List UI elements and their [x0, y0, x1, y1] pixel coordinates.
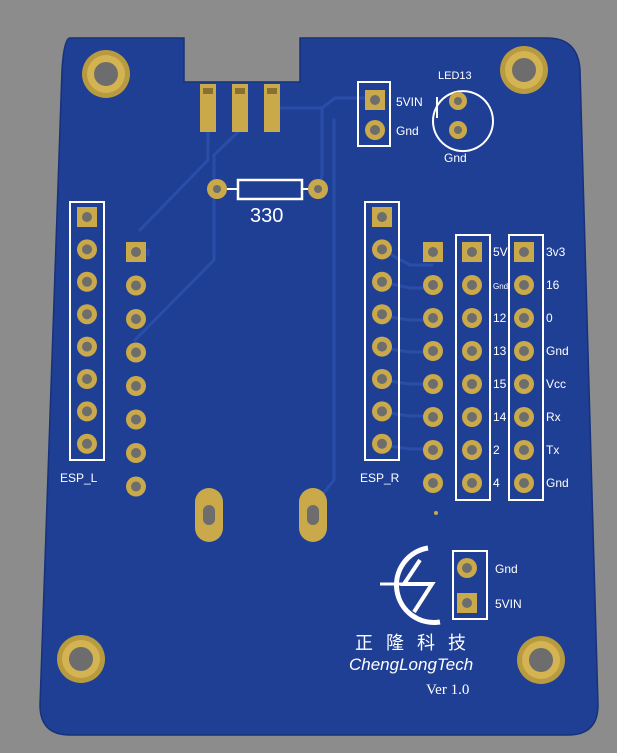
header-b-label-7: Tx — [546, 443, 559, 457]
header-a-label-4: 13 — [493, 344, 507, 358]
esp-l-pin-8 — [77, 433, 97, 454]
esp-l-label: ESP_L — [60, 471, 98, 485]
esp-l-pin-5 — [77, 336, 97, 357]
power-bottom-5vin-label: 5VIN — [495, 597, 522, 611]
chenglong-lightning-logo-icon — [380, 545, 441, 625]
esp-l-pin-7 — [77, 401, 97, 422]
esp-r-pin-5 — [372, 336, 392, 357]
left-inner-pin-column — [126, 242, 146, 497]
esp-r-pin-8 — [372, 433, 392, 454]
esp-r-pin-2 — [372, 239, 392, 260]
header-b-label-3: 0 — [546, 311, 553, 325]
esp-r-pin-4 — [372, 304, 392, 325]
esp-l-pin-1 — [77, 207, 97, 227]
power-bottom-gnd-label: Gnd — [495, 562, 518, 576]
esp-l-pin-2 — [77, 239, 97, 260]
header-b-label-4: Gnd — [546, 344, 569, 358]
middle-pin-1 — [423, 242, 443, 262]
header-a-label-6: 14 — [493, 410, 507, 424]
left-inner-pin-4 — [126, 342, 146, 363]
header-b-pin-8 — [514, 473, 534, 493]
header-b-pin-6 — [514, 407, 534, 427]
header-b-pin-5 — [514, 374, 534, 394]
middle-pin-5 — [423, 374, 443, 394]
header-a: 5V Gnd 12 13 15 14 2 4 — [455, 234, 508, 501]
esp-l-header: ESP_L — [60, 201, 105, 485]
left-inner-pin-3 — [126, 309, 146, 329]
power-header-bottom: Gnd 5VIN — [452, 550, 522, 620]
header-a-pin-4 — [462, 341, 482, 361]
resistor-value-label: 330 — [250, 205, 283, 227]
middle-pin-7 — [423, 440, 443, 460]
esp-l-pin-3 — [77, 271, 97, 292]
esp-l-pin-6 — [77, 369, 97, 389]
header-a-pin-8 — [462, 473, 482, 493]
middle-pin-4 — [423, 341, 443, 361]
logo-chinese-text: 正 隆 科 技 — [355, 633, 470, 653]
header-b-pin-1 — [514, 242, 534, 262]
mounting-hole-bottom-left — [57, 635, 105, 683]
header-a-pin-7 — [462, 440, 482, 460]
slotted-pads — [195, 488, 327, 542]
header-b-pin-4 — [514, 341, 534, 361]
left-inner-pin-2 — [126, 275, 146, 296]
left-inner-pin-6 — [126, 409, 146, 430]
header-a-pin-1 — [462, 242, 482, 262]
middle-pin-6 — [423, 407, 443, 427]
header-a-label-7: 2 — [493, 443, 500, 457]
middle-pin-column — [423, 242, 443, 493]
left-inner-pin-1 — [126, 242, 146, 262]
led13-label: LED13 — [438, 70, 472, 82]
via — [434, 511, 438, 515]
header-a-label-5: 15 — [493, 377, 507, 391]
power-top-gnd-label: Gnd — [396, 124, 419, 138]
header-b-pin-3 — [514, 308, 534, 328]
header-a-label-1: 5V — [493, 245, 508, 259]
mounting-hole-top-left — [82, 50, 130, 98]
header-b-label-8: Gnd — [546, 476, 569, 490]
header-b-label-5: Vcc — [546, 377, 566, 391]
header-a-pin-6 — [462, 407, 482, 427]
esp-l-pin-4 — [77, 304, 97, 325]
header-b-pin-7 — [514, 440, 534, 460]
led13: LED13 Gnd — [432, 70, 494, 165]
header-a-pin-2 — [462, 275, 482, 295]
smd-connector-pads — [200, 84, 280, 132]
middle-pin-2 — [423, 275, 443, 295]
middle-pin-8 — [423, 473, 443, 493]
logo-english-text: ChengLongTech — [349, 655, 473, 674]
power-top-5vin-label: 5VIN — [396, 95, 423, 109]
middle-pin-3 — [423, 308, 443, 328]
mounting-hole-bottom-right — [517, 636, 565, 684]
header-a-pin-5 — [462, 374, 482, 394]
header-b-label-2: 16 — [546, 278, 560, 292]
header-a-label-2: Gnd — [493, 282, 508, 291]
header-b-label-6: Rx — [546, 410, 561, 424]
mounting-hole-top-right — [500, 46, 548, 94]
esp-r-pin-1 — [372, 207, 392, 227]
header-a-label-8: 4 — [493, 476, 500, 490]
left-inner-pin-8 — [126, 476, 146, 497]
header-b-label-1: 3v3 — [546, 245, 566, 259]
header-a-pin-3 — [462, 308, 482, 328]
esp-r-pin-7 — [372, 401, 392, 422]
led13-gnd-label: Gnd — [444, 151, 467, 165]
left-inner-pin-5 — [126, 376, 146, 396]
resistor-330: 330 — [207, 178, 328, 227]
left-inner-pin-7 — [126, 443, 146, 463]
power-header-top: 5VIN Gnd — [357, 81, 423, 147]
pcb-board-outline — [39, 37, 599, 736]
version-label: Ver 1.0 — [426, 682, 469, 698]
header-a-label-3: 12 — [493, 311, 507, 325]
header-b-pin-2 — [514, 275, 534, 295]
esp-r-pin-6 — [372, 369, 392, 389]
esp-r-label: ESP_R — [360, 471, 400, 485]
esp-r-pin-3 — [372, 271, 392, 292]
mounting-holes — [57, 46, 565, 684]
esp-r-header: ESP_R — [360, 201, 400, 485]
